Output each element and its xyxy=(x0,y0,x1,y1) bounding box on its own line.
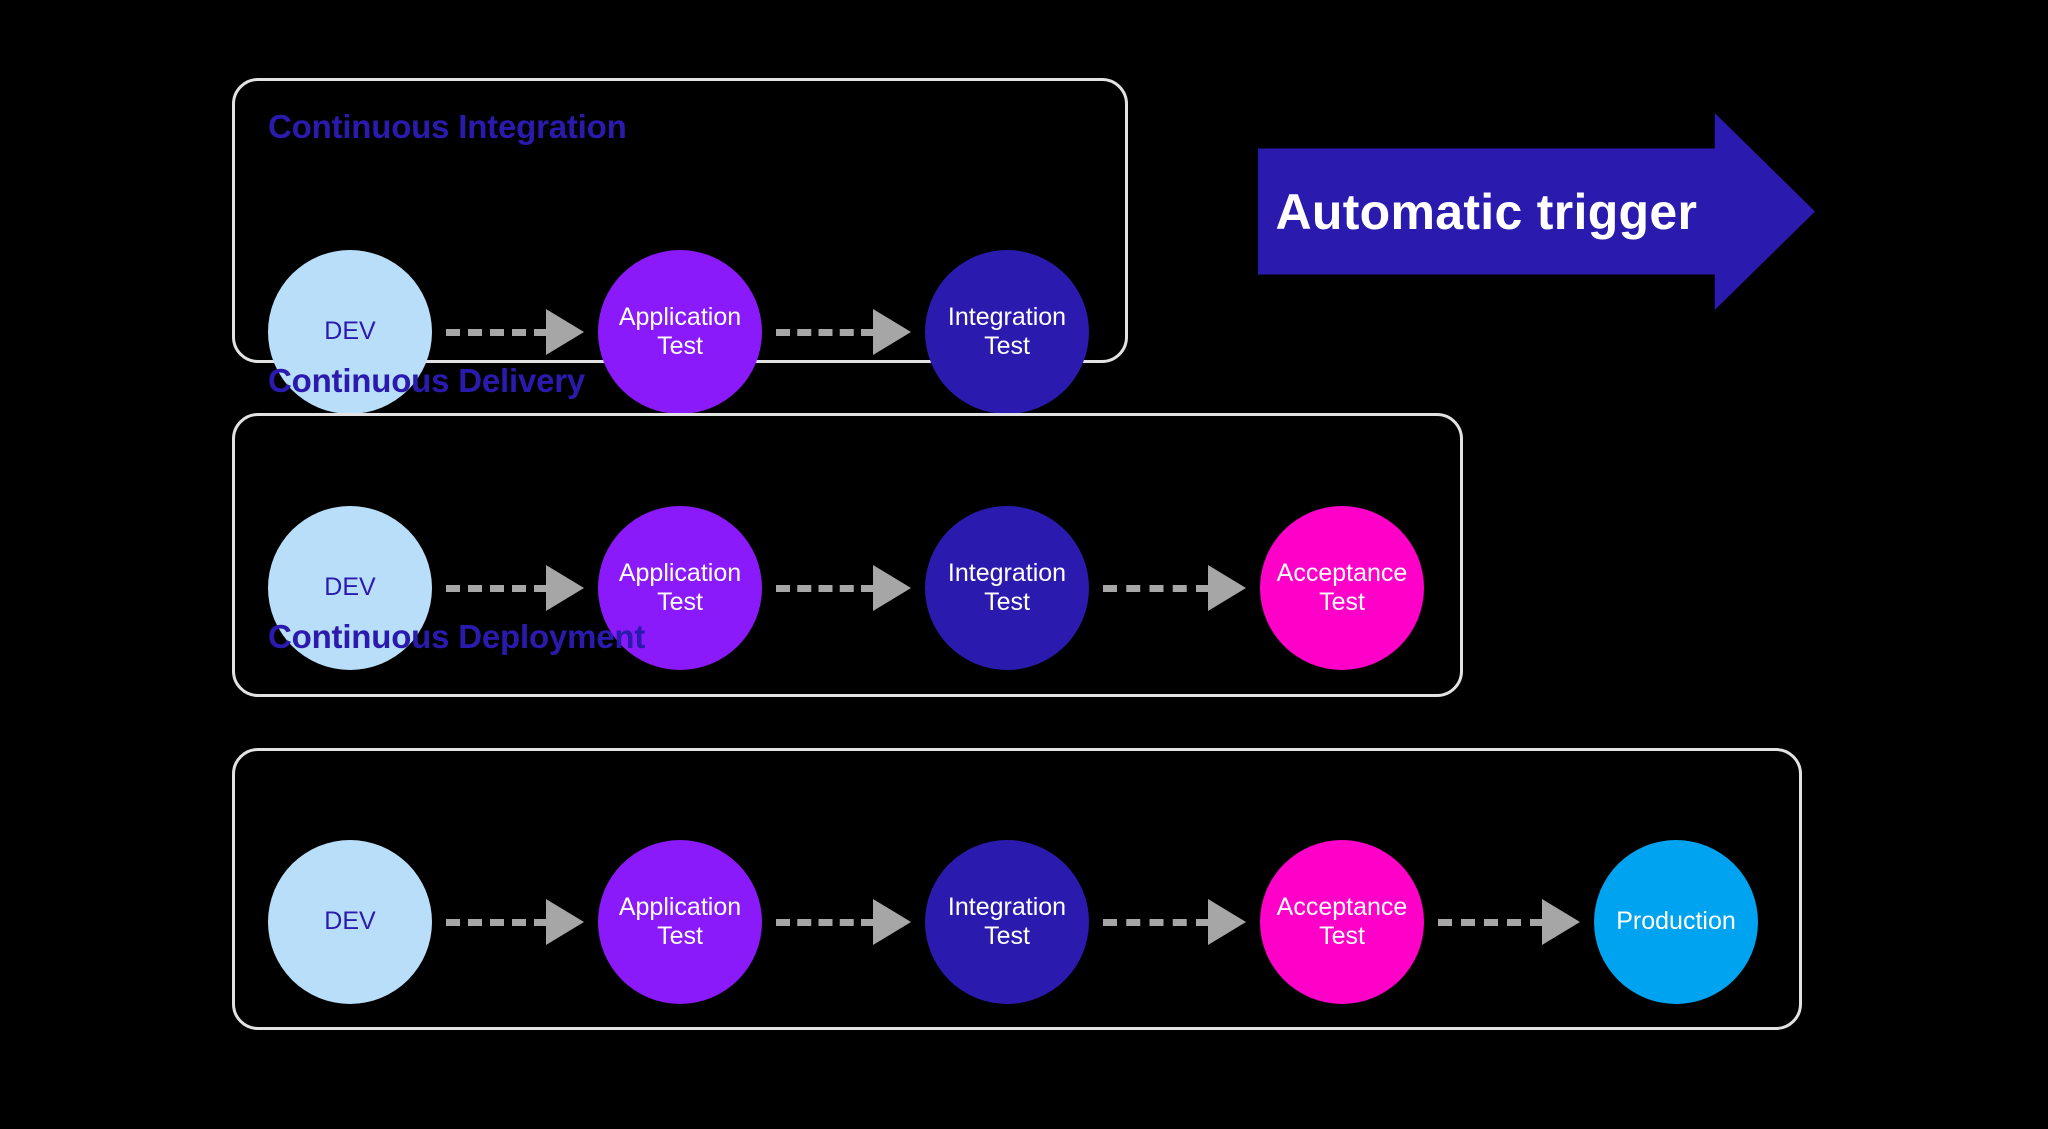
node-integration-test: Integration Test xyxy=(925,840,1089,1004)
automatic-trigger-label: Automatic trigger xyxy=(1275,183,1698,240)
node-production: Production xyxy=(1594,840,1758,1004)
node-integration-test: Integration Test xyxy=(925,506,1089,670)
node-integration-test: Integration Test xyxy=(925,250,1089,414)
node-label: Application Test xyxy=(618,558,742,617)
panel-title-continuous-delivery: Continuous Delivery xyxy=(268,362,586,399)
node-application-test: Application Test xyxy=(598,506,762,670)
node-acceptance-test: Acceptance Test xyxy=(1260,840,1424,1004)
node-dev: DEV xyxy=(268,506,432,670)
node-label: Acceptance Test xyxy=(1276,892,1408,951)
node-label: Acceptance Test xyxy=(1276,558,1408,617)
node-label: DEV xyxy=(324,317,376,346)
node-label: Application Test xyxy=(618,302,742,361)
node-label: Production xyxy=(1616,907,1736,936)
node-label: Integration Test xyxy=(947,892,1067,951)
node-label: Integration Test xyxy=(947,302,1067,361)
panel-title-continuous-integration: Continuous Integration xyxy=(268,108,627,145)
node-label: DEV xyxy=(324,907,376,936)
node-dev: DEV xyxy=(268,840,432,1004)
node-label: Application Test xyxy=(618,892,742,951)
node-label: DEV xyxy=(324,573,376,602)
panel-continuous-delivery xyxy=(232,413,1463,697)
panel-title-continuous-deployment: Continuous Deployment xyxy=(268,618,646,655)
node-label: Integration Test xyxy=(947,558,1067,617)
node-application-test: Application Test xyxy=(598,250,762,414)
node-acceptance-test: Acceptance Test xyxy=(1260,506,1424,670)
node-dev: DEV xyxy=(268,250,432,414)
panel-continuous-deployment xyxy=(232,748,1802,1030)
automatic-trigger-callout: Automatic trigger xyxy=(1258,113,1815,310)
node-application-test: Application Test xyxy=(598,840,762,1004)
